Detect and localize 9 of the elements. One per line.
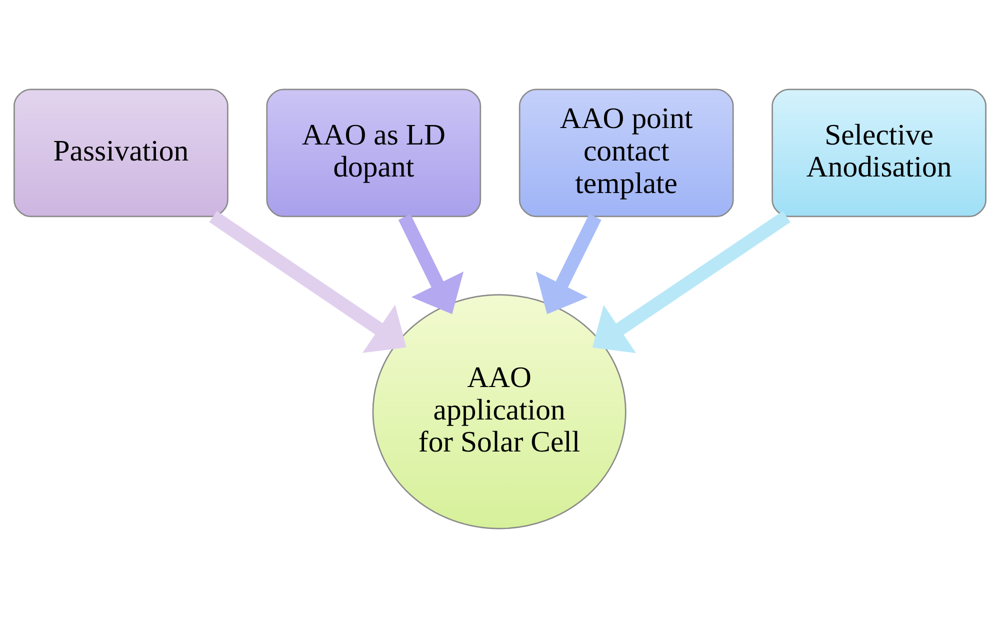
arrow — [536, 213, 602, 314]
node-box: Passivation — [14, 88, 228, 217]
arrow — [398, 213, 464, 314]
node-box: AAO point contact template — [518, 88, 734, 217]
node-box: AAO as LD dopant — [266, 88, 482, 217]
node-box: Selective Anodisation — [772, 88, 986, 217]
arrow — [592, 210, 790, 353]
node-circle: AAO application for Solar Cell — [372, 294, 626, 529]
arrow — [209, 210, 406, 352]
